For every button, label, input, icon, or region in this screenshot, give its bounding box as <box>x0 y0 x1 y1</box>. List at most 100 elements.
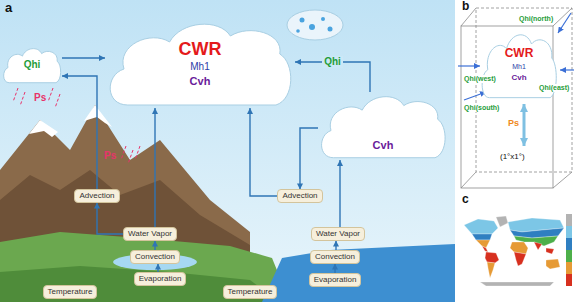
raindrop-bubble <box>328 27 333 32</box>
process-label: Temperature <box>228 287 273 296</box>
sea <box>262 244 455 302</box>
world-map <box>546 259 560 269</box>
process-box: Advection <box>277 189 322 202</box>
world-map <box>534 242 542 250</box>
raindrop-bubble <box>287 10 343 40</box>
process-label: Evaporation <box>314 275 357 284</box>
world-map <box>472 234 492 240</box>
process-label: Water Vapor <box>128 229 172 238</box>
flow-arrow <box>62 76 97 189</box>
rain-lines <box>55 94 60 108</box>
grid-cell-cube <box>461 172 476 188</box>
flux-label: Qhi(west) <box>463 75 497 83</box>
rain-lines <box>20 92 25 106</box>
color-scale-bar <box>566 250 572 262</box>
precipitation-arrow <box>523 104 526 146</box>
rain-lines <box>13 88 18 102</box>
cloud-shape <box>4 49 61 83</box>
cloud-text: Qhi <box>24 59 41 71</box>
flow-arrow <box>154 241 155 251</box>
raindrop-bubble <box>296 29 300 33</box>
color-scale-bar <box>566 274 572 286</box>
world-map <box>480 282 554 286</box>
flow-arrow <box>250 108 277 196</box>
grid-cell-cube <box>476 8 572 172</box>
flow-arrow <box>335 241 336 251</box>
sky-background <box>0 0 455 302</box>
side-cloud: Cvh <box>318 92 448 160</box>
process-label: Evaporation <box>139 274 182 283</box>
raindrop-bubble <box>287 10 343 40</box>
grid-cell-cube <box>553 8 572 26</box>
process-box: Water Vapor <box>123 227 177 240</box>
raindrop-bubble <box>321 17 325 21</box>
flux-arrow <box>458 13 574 100</box>
ground <box>0 266 280 302</box>
process-box: Water Vapor <box>311 227 365 240</box>
cloud-text-area: Qhi <box>2 46 62 84</box>
color-scale-bar <box>566 262 572 274</box>
flux-arrow <box>458 65 480 66</box>
cloud-shape <box>110 24 291 105</box>
color-scale-bar <box>566 226 572 238</box>
flow-arrow <box>300 128 318 189</box>
process-label: Water Vapor <box>316 229 360 238</box>
rain-lines <box>135 146 140 160</box>
flow-arrow <box>157 264 158 273</box>
ground <box>0 232 290 302</box>
flow-arrow <box>62 57 105 58</box>
precipitation-label: Ps <box>33 92 47 104</box>
world-map <box>482 246 488 252</box>
flow-arrow <box>154 108 155 227</box>
panel-letter: b <box>461 0 470 14</box>
process-box: Temperature <box>223 285 278 298</box>
precipitation-arrow <box>524 104 525 146</box>
flux-label: Qhi <box>322 56 343 68</box>
process-box: Advection <box>74 189 119 202</box>
cloud-text: Cvh <box>373 139 394 152</box>
world-map <box>485 252 499 263</box>
process-label: Convection <box>315 252 355 261</box>
process-box: Convection <box>310 250 360 263</box>
cloud-text: Cvh <box>190 75 211 88</box>
process-label: Convection <box>135 252 175 261</box>
cloud-text: Mh1 <box>512 63 526 71</box>
world-map <box>546 248 554 254</box>
process-box: Temperature <box>43 285 98 298</box>
small-cloud: Qhi <box>2 46 62 84</box>
color-scale-bar <box>566 214 572 226</box>
raindrop-bubble <box>300 18 305 23</box>
flow-arrow <box>97 203 123 234</box>
world-map <box>487 262 495 278</box>
ground <box>0 232 290 302</box>
process-box: Evaporation <box>309 273 362 286</box>
precipitation-label: Ps <box>103 150 117 162</box>
raindrop-bubble <box>309 24 315 30</box>
world-map <box>514 252 526 266</box>
process-label: Advection <box>282 191 317 200</box>
world-map <box>496 216 508 227</box>
cloud-shape <box>322 97 446 158</box>
flux-arrow <box>464 92 486 100</box>
process-box: Convection <box>130 250 180 263</box>
flux-label: Qhi(north) <box>518 15 554 23</box>
mountain-range <box>84 105 112 127</box>
flux-arrow <box>560 69 574 70</box>
flux-label: Qhi(south) <box>463 104 500 112</box>
panel-letter: c <box>461 193 470 207</box>
grid-cell-cube <box>553 172 572 188</box>
cloud-text-area: Cvh <box>318 92 448 160</box>
color-scale-bar <box>566 214 572 286</box>
flow-arrow <box>334 264 335 274</box>
world-map <box>464 216 564 286</box>
process-label: Advection <box>79 191 114 200</box>
world-map <box>464 219 498 234</box>
precipitation-label: Ps <box>507 118 520 128</box>
flux-label: Qhi(east) <box>538 84 570 92</box>
cloud-text: CWR <box>179 39 222 60</box>
main-cloud: CWRMh1Cvh <box>105 18 295 108</box>
cloud-text: Cvh <box>511 73 526 82</box>
